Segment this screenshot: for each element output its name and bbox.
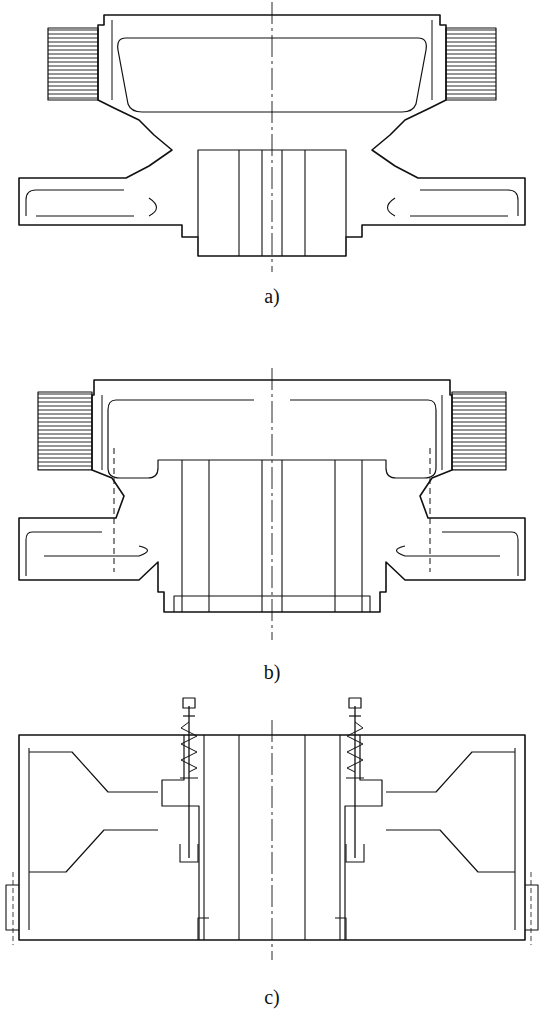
center-line (272, 2, 273, 272)
fixture-half (272, 698, 538, 945)
figure-label: a) (262, 285, 282, 307)
center-line (272, 368, 273, 640)
gear-pulley-half (19, 15, 272, 256)
center-line (272, 720, 273, 960)
gear-pulley-half (272, 380, 525, 612)
gear-pulley-half (272, 15, 525, 256)
gear-pulley-half (19, 380, 272, 612)
fixture-half (6, 698, 272, 945)
figure-label: c) (262, 986, 282, 1008)
figure-label: b) (262, 661, 283, 683)
